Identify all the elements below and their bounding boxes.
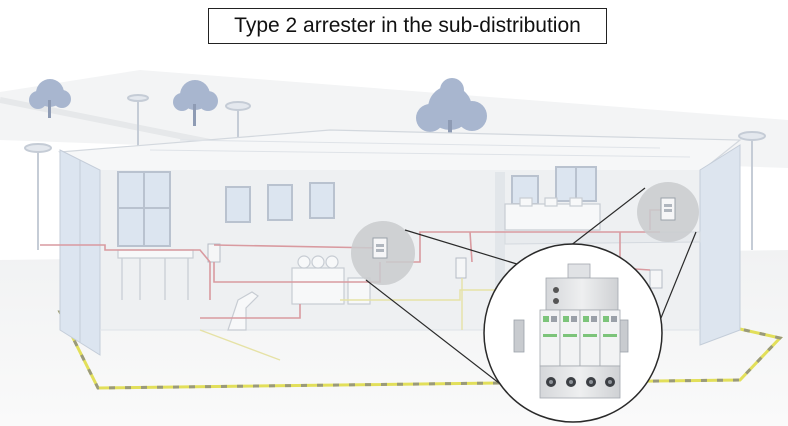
street-lamp-icon xyxy=(127,94,149,150)
highlight-main-distribution xyxy=(637,182,699,242)
tree-icon xyxy=(29,79,71,118)
street-lamp-icon xyxy=(24,143,52,250)
interior-equipment xyxy=(117,197,601,331)
diagram-title: Type 2 arrester in the sub-distribution xyxy=(208,8,607,44)
tree-icon xyxy=(416,78,487,142)
window-group xyxy=(117,166,597,247)
street-lamp-icon xyxy=(738,131,766,250)
highlight-sub-distribution xyxy=(351,221,415,285)
signal-line xyxy=(199,278,621,361)
spd-callout xyxy=(483,243,663,423)
tree-icon xyxy=(173,80,218,126)
